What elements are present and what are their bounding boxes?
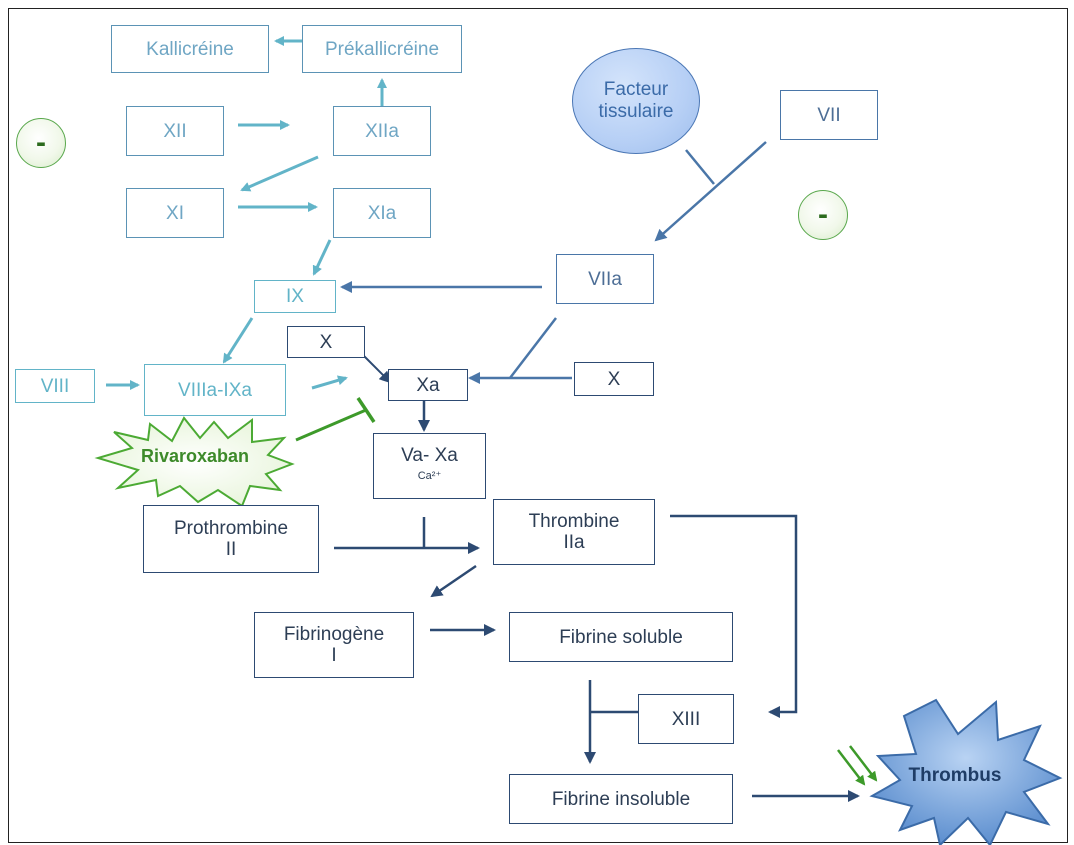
node-fibrine-insoluble: Fibrine insoluble xyxy=(509,774,733,824)
fibrinogene-label: Fibrinogène xyxy=(283,624,385,645)
arrow-xiia-xi xyxy=(240,155,319,192)
node-xia: XIa xyxy=(333,188,431,238)
arrow-viiia-ixa-xa xyxy=(311,375,348,390)
node-fibrinogene: Fibrinogène I xyxy=(254,612,414,678)
prothrombine-roman: II xyxy=(225,539,237,560)
node-xa: Xa xyxy=(388,369,468,401)
inhibition-line xyxy=(295,408,367,442)
thrombus-label: Thrombus xyxy=(908,765,1002,786)
node-vii: VII xyxy=(780,90,878,140)
node-kallicreine: Kallicréine xyxy=(111,25,269,73)
decrease-arrow-thrombus-1 xyxy=(837,749,866,786)
prothrombine-label: Prothrombine xyxy=(173,518,289,539)
fibrinogene-roman: I xyxy=(331,645,337,666)
line-facteur-tissulaire xyxy=(685,149,715,185)
node-prothrombine: Prothrombine II xyxy=(143,505,319,573)
arrow-vii-viia xyxy=(654,141,767,242)
node-va-xa: Va- Xa Ca²⁺ xyxy=(373,433,486,499)
decrease-arrow-thrombus-2 xyxy=(849,745,878,782)
inhibitor-minus-left: - xyxy=(16,118,66,168)
thrombine-label: Thrombine xyxy=(528,511,620,532)
thrombus-shape xyxy=(869,698,1063,845)
arrow-x-top-xa xyxy=(363,355,392,384)
node-x-right: X xyxy=(574,362,654,396)
node-xi: XI xyxy=(126,188,224,238)
rivaroxaban-label: Rivaroxaban xyxy=(140,446,250,466)
arrow-xia-ix xyxy=(312,239,332,276)
arrow-ix-viiia-ixa xyxy=(222,317,254,364)
node-facteur-tissulaire: Facteur tissulaire xyxy=(572,48,700,154)
thrombine-roman: IIa xyxy=(563,532,585,553)
node-xiii: XIII xyxy=(638,694,734,744)
node-prekallicreine: Prékallicréine xyxy=(302,25,462,73)
arrow-thrombine-xiii xyxy=(670,514,798,718)
inhibition-bar xyxy=(356,397,376,423)
calcium-label: Ca²⁺ xyxy=(417,470,442,482)
arrow-thrombine-fibrinogene xyxy=(430,564,477,598)
node-ix: IX xyxy=(254,280,336,313)
line-viia-down xyxy=(509,317,557,379)
va-xa-label: Va- Xa xyxy=(401,445,458,466)
node-fibrine-soluble: Fibrine soluble xyxy=(509,612,733,662)
node-x-top: X xyxy=(287,326,365,358)
node-xiia: XIIa xyxy=(333,106,431,156)
node-viii: VIII xyxy=(15,369,95,403)
inhibitor-minus-right: - xyxy=(798,190,848,240)
rivaroxaban-starburst xyxy=(94,416,295,508)
node-viiia-ixa: VIIIa-IXa xyxy=(144,364,286,416)
node-xii: XII xyxy=(126,106,224,156)
node-thrombine: Thrombine IIa xyxy=(493,499,655,565)
node-viia: VIIa xyxy=(556,254,654,304)
